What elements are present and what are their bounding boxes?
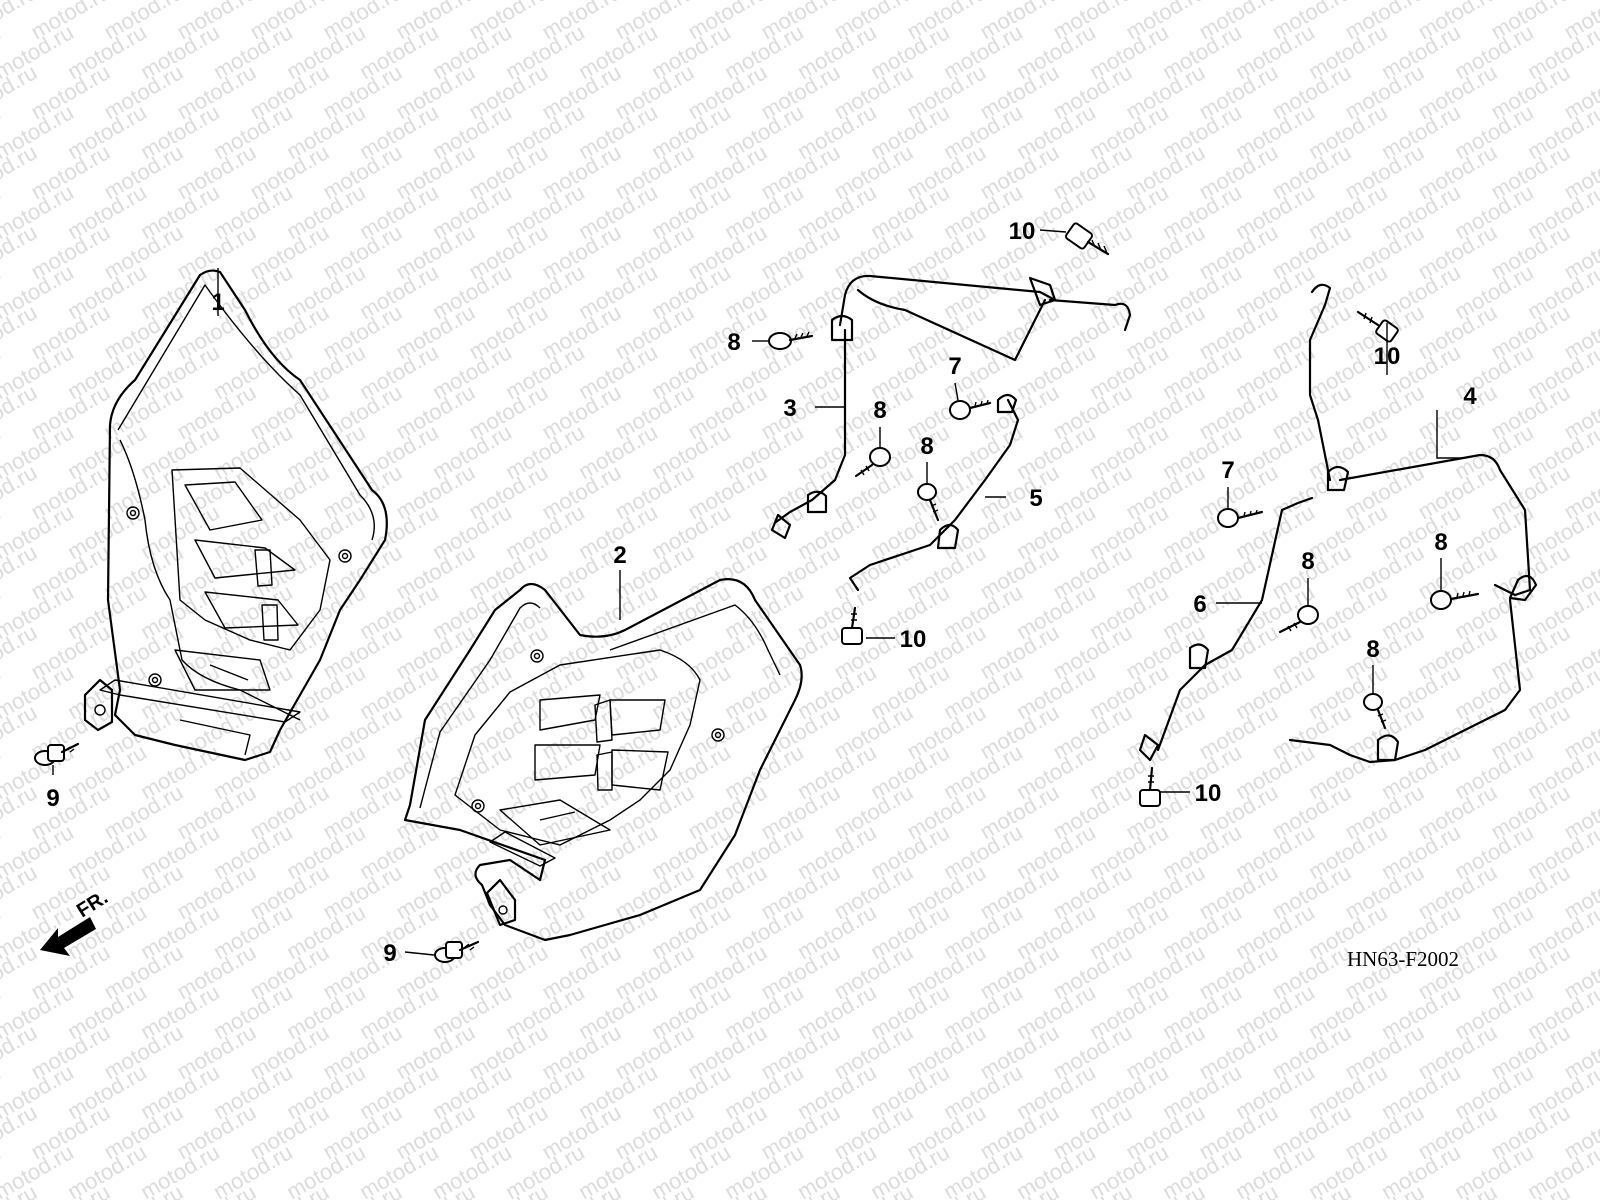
callout-5: 5 (1029, 485, 1042, 512)
callout-6: 6 (1193, 591, 1206, 618)
callout-4: 4 (1463, 383, 1477, 410)
callout-10-b: 10 (900, 626, 927, 653)
callout-1: 1 (211, 289, 224, 316)
callout-9-b: 9 (383, 940, 396, 967)
callout-9-a: 9 (46, 785, 59, 812)
callout-2: 2 (613, 542, 626, 569)
callout-8-b: 8 (873, 397, 886, 424)
diagram-part-code: HN63-F2002 (1347, 947, 1459, 971)
callout-8-a: 8 (727, 329, 740, 356)
callout-7-a: 7 (948, 353, 961, 380)
callout-8-f: 8 (1366, 636, 1379, 663)
callout-10-d: 10 (1195, 780, 1222, 807)
callout-7-b: 7 (1221, 457, 1234, 484)
callout-8-e: 8 (1434, 529, 1447, 556)
callout-8-d: 8 (1301, 548, 1314, 575)
callout-10-a: 10 (1009, 218, 1036, 245)
callout-3: 3 (783, 395, 796, 422)
callout-10-c: 10 (1374, 343, 1401, 370)
callout-8-c: 8 (920, 433, 933, 460)
